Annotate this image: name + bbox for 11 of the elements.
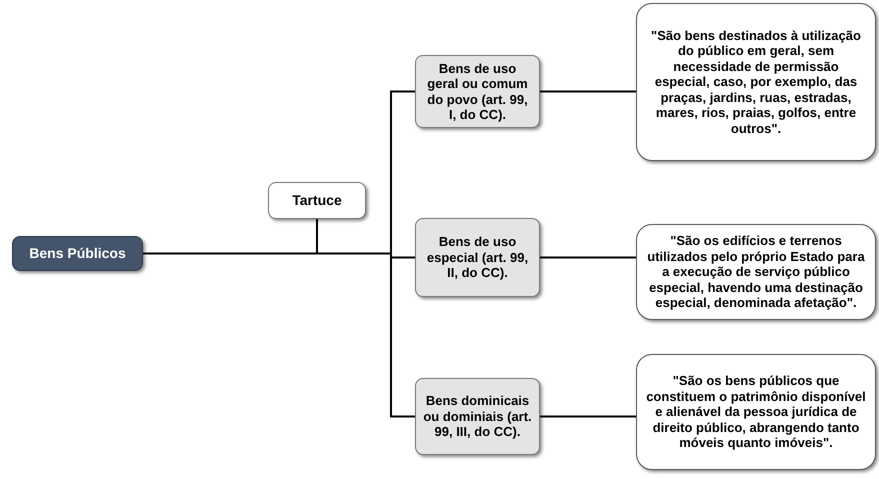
author-box: Tartuce	[268, 182, 366, 219]
definition-box: "São os bens públicos que constituem o patrimônio disponível e alienável da pessoa jurídica de direito público, abrangendo tanto móveis quanto imóveis".	[636, 354, 876, 470]
connector-line	[540, 416, 636, 418]
root-box: Bens Públicos	[12, 236, 143, 271]
definition-box: "São os edifícios e terrenos utilizados pelo próprio Estado para a execução de serviço público especial, havendo uma destinação especial, denominada afetação".	[636, 224, 876, 320]
category-box: Bens de uso geral ou comum do povo (art. 99, I, do CC).	[415, 55, 540, 128]
connector-line	[540, 90, 636, 92]
category-box: Bens dominicais ou dominiais (art. 99, III, do CC).	[415, 378, 540, 455]
definition-box: "São bens destinados à utilização do público em geral, sem necessidade de permissão especial, caso, por exemplo, das praças, jardins, ruas, estradas, mares, rios, praias, golfos, entre outros".	[636, 3, 876, 161]
connector-line	[540, 256, 636, 258]
category-box: Bens de uso especial (art. 99, II, do CC).	[415, 218, 540, 297]
